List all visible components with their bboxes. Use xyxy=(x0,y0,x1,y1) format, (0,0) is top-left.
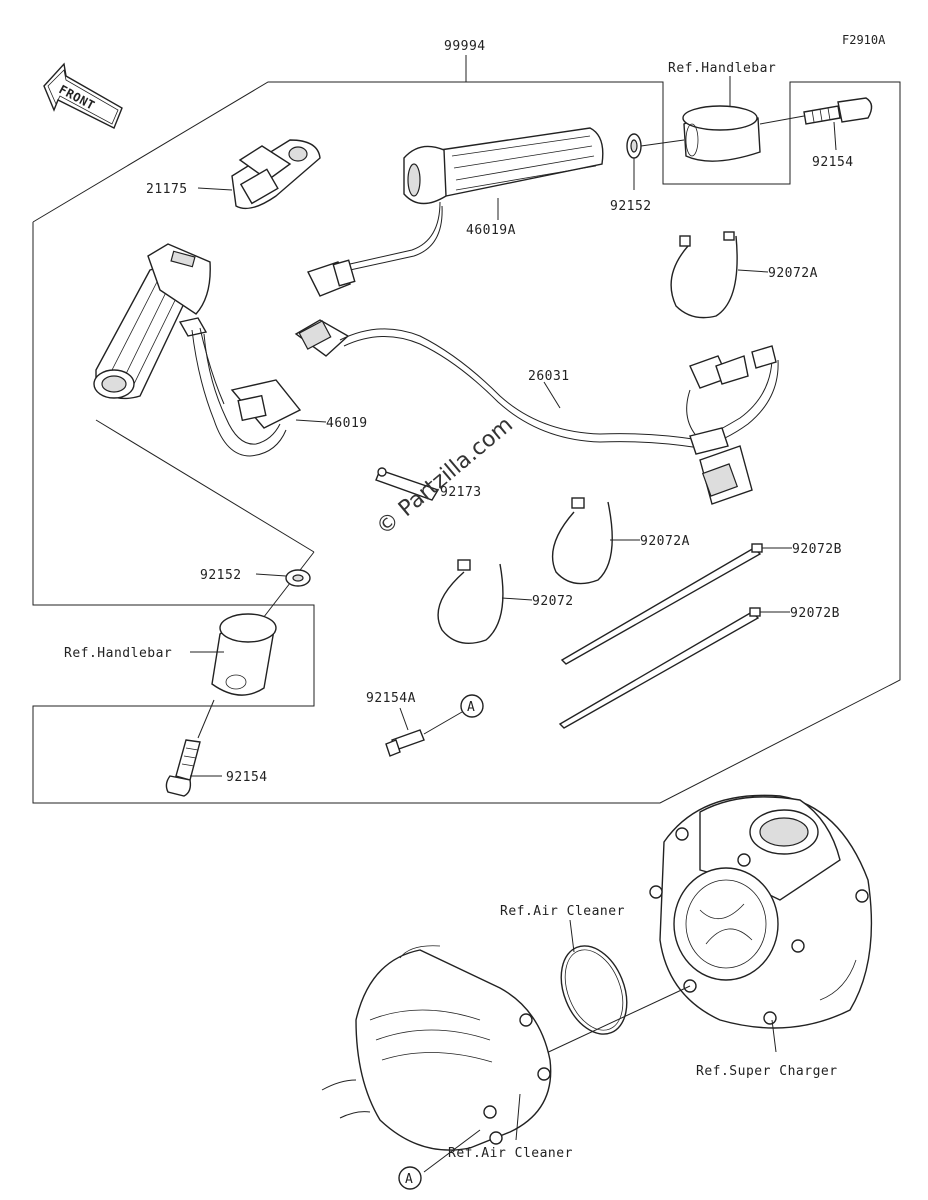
label-92152-left: 92152 xyxy=(200,568,242,583)
label-ref-super-charger: Ref.Super Charger xyxy=(696,1064,838,1079)
label-92072a-mid: 92072A xyxy=(640,534,690,549)
grip-46019a xyxy=(307,127,604,297)
clamp-92173 xyxy=(375,467,440,501)
front-arrow-icon: FRONT xyxy=(43,62,123,129)
label-92154-bottom: 92154 xyxy=(226,770,268,785)
clamp-92072a-top xyxy=(670,231,738,319)
handlebar-end-top xyxy=(682,105,761,162)
label-92154a: 92154A xyxy=(366,691,416,706)
label-26031: 26031 xyxy=(528,369,570,384)
washer-92152-left xyxy=(285,569,311,587)
bolt-92154-top xyxy=(803,97,873,125)
label-ref-air-cleaner-bottom: Ref.Air Cleaner xyxy=(448,1146,573,1161)
label-46019a: 46019A xyxy=(466,223,516,238)
label-92173: 92173 xyxy=(440,485,482,500)
washer-92152-top xyxy=(626,133,642,159)
switch-21175 xyxy=(231,139,321,210)
svg-text:A: A xyxy=(405,1172,413,1187)
harness-26031 xyxy=(294,319,779,505)
grip-46019 xyxy=(93,243,302,457)
callout-a-bottom: A xyxy=(398,1166,422,1190)
label-21175: 21175 xyxy=(146,182,188,197)
air-cleaner-duct xyxy=(321,945,552,1151)
label-92154-top: 92154 xyxy=(812,155,854,170)
clamp-92072a-mid xyxy=(551,497,613,585)
label-ref-handlebar-top: Ref.Handlebar xyxy=(668,61,776,76)
label-92072: 92072 xyxy=(532,594,574,609)
label-99994: 99994 xyxy=(444,39,486,54)
svg-text:A: A xyxy=(467,700,475,715)
kit-outline xyxy=(32,55,901,804)
seal-ring xyxy=(560,945,628,1035)
label-92072a-top: 92072A xyxy=(768,266,818,281)
handlebar-end-left xyxy=(211,613,277,696)
callout-a-top: A xyxy=(460,694,484,718)
label-46019: 46019 xyxy=(326,416,368,431)
figure-code: F2910A xyxy=(842,33,886,47)
bolt-92154a xyxy=(385,729,425,757)
label-ref-air-cleaner-top: Ref.Air Cleaner xyxy=(500,904,625,919)
label-92072b-2: 92072B xyxy=(790,606,840,621)
tie-92072b-2 xyxy=(558,607,761,729)
label-92072b-1: 92072B xyxy=(792,542,842,557)
bolt-92154-bottom xyxy=(165,739,201,797)
clamp-92072 xyxy=(437,559,504,644)
label-92152-top: 92152 xyxy=(610,199,652,214)
super-charger xyxy=(649,794,873,1029)
label-ref-handlebar-left: Ref.Handlebar xyxy=(64,646,172,661)
